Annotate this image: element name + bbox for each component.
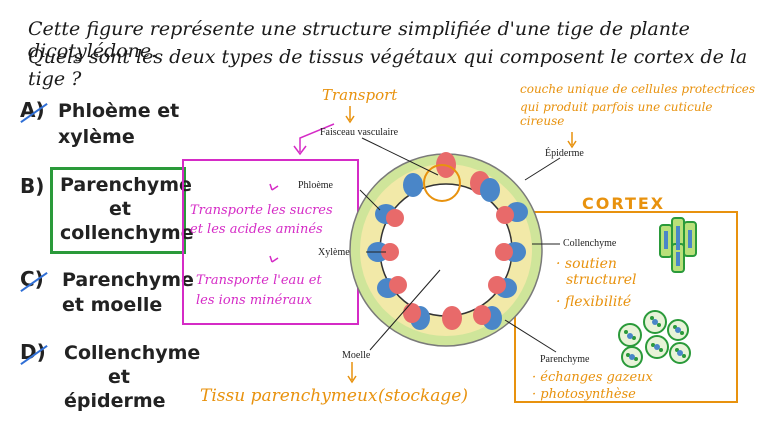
option-d-line1: Collenchyme [64,342,201,364]
option-b-line2: et [109,198,131,220]
option-d-line3: épiderme [64,390,166,412]
note-sucres-1: Transporte les sucres [190,203,333,218]
label-epiderme: Épiderme [545,148,584,159]
label-collenchyme: Collenchyme [563,238,617,249]
note-tissu: Tissu parenchymeux [200,386,378,406]
note-sucres-2: et les acides aminés [190,222,323,237]
note-flexibilite: · flexibilité [556,294,632,310]
note-echanges: · échanges gazeux [532,370,653,385]
label-parenchyme: Parenchyme [540,354,590,365]
option-d-line2: et [108,366,130,388]
highlighted-bundle [423,164,461,202]
option-b-letter: B) [20,174,45,198]
option-a-line1: Phloème et [58,100,180,122]
note-cortex: CORTEX [582,194,666,213]
question-line-1: Cette figure représente une structure si… [28,18,690,62]
label-xyleme: Xylème [318,247,350,258]
note-couche-2: qui produit parfois une cuticule cireuse [520,100,713,128]
note-soutien-1: · soutien [556,256,617,272]
option-b-line3: collenchyme [60,222,194,244]
label-phloeme: Phloème [298,180,333,191]
note-eau-1: Transporte l'eau et [196,273,322,288]
note-couche-1: couche unique de cellules protectrices [520,82,756,96]
note-transport: Transport [322,86,398,104]
pith [379,183,513,317]
note-photosynthese: · photosynthèse [532,387,636,402]
correct-answer-box [50,167,186,254]
note-soutien-2: structurel [566,272,637,288]
note-stockage: (stockage) [378,386,468,406]
option-c-line1: Parenchyme [62,269,194,291]
note-eau-2: les ions minéraux [196,293,313,308]
vascular-bundles [367,152,528,330]
option-a-line2: xylème [58,126,135,148]
label-faisceau: Faisceau vasculaire [320,127,399,138]
option-c-line2: et moelle [62,294,163,316]
option-b-line1: Parenchyme [60,174,192,196]
label-moelle: Moelle [342,350,371,361]
question-line-2: Quels sont les deux types de tissus végé… [28,46,748,90]
